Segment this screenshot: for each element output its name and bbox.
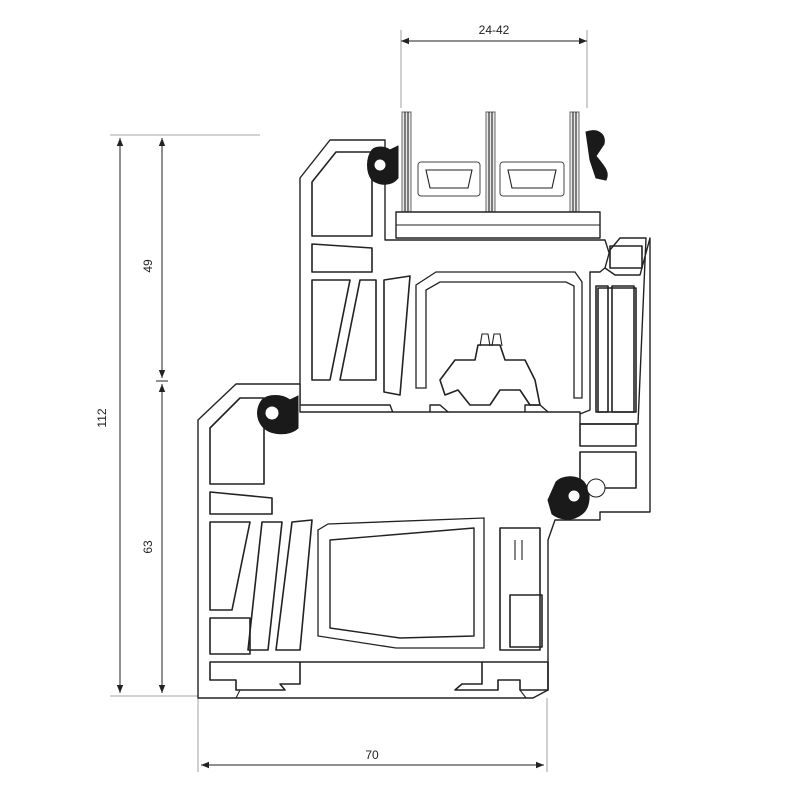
glazing-unit bbox=[395, 111, 601, 239]
dimension-total-height: 112 bbox=[95, 134, 260, 697]
dimension-label-glazing: 24-42 bbox=[479, 23, 510, 37]
sash-steel-reinforcement bbox=[415, 271, 583, 399]
frame-steel-reinforcement bbox=[317, 517, 485, 649]
dimension-label-total-height: 112 bbox=[95, 408, 109, 427]
dimension-frame-height: 63 bbox=[141, 384, 166, 693]
dimension-label-sash-height: 49 bbox=[141, 259, 155, 273]
dimension-sash-height: 49 bbox=[141, 138, 168, 382]
gaskets bbox=[257, 130, 608, 520]
dimension-label-frame-height: 63 bbox=[141, 540, 155, 554]
dimension-label-frame-depth: 70 bbox=[365, 748, 379, 762]
frame-profile bbox=[197, 237, 651, 699]
dimension-frame-depth: 70 bbox=[197, 698, 548, 772]
dimension-glazing: 24-42 bbox=[400, 23, 588, 108]
